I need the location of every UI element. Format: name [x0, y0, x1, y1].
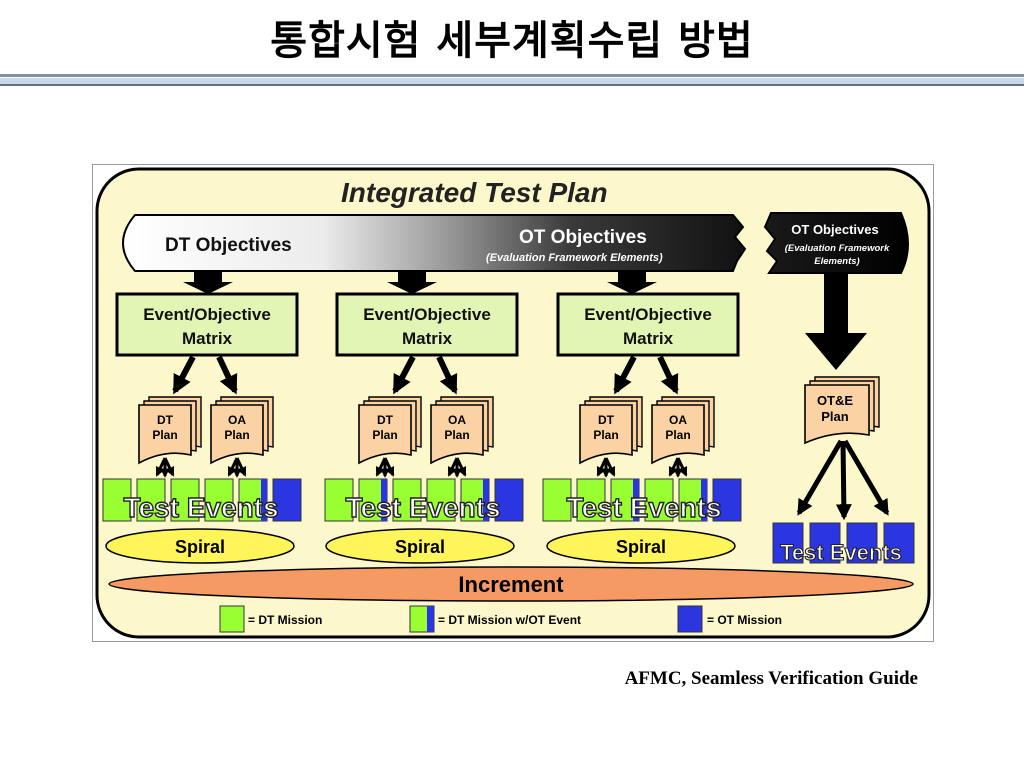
svg-text:Plan: Plan: [593, 428, 618, 442]
svg-text:Test Events: Test Events: [345, 492, 500, 523]
diagram-heading: Integrated Test Plan: [341, 177, 608, 208]
ot-test-events-group: Test Events: [772, 522, 915, 566]
svg-text:Spiral: Spiral: [616, 537, 666, 557]
legend-dt-mission: = DT Mission: [248, 613, 322, 627]
svg-text:Plan: Plan: [152, 428, 177, 442]
test-events-group: Test Events: [324, 478, 524, 524]
source-caption: AFMC, Seamless Verification Guide: [624, 668, 918, 689]
svg-text:DT: DT: [598, 413, 615, 427]
svg-text:Test Events: Test Events: [780, 540, 902, 565]
legend-dt-ot-mission: = DT Mission w/OT Event: [438, 613, 581, 627]
svg-text:OA: OA: [448, 413, 466, 427]
ote-plan-doc: OT&E Plan: [804, 376, 880, 445]
event-objective-matrix: Event/Objective Matrix: [115, 292, 299, 357]
oa-plan-doc: OA Plan: [651, 396, 715, 465]
legend-ot-mission: = OT Mission: [707, 613, 782, 627]
dt-objectives-label: DT Objectives: [165, 235, 292, 256]
event-objective-matrix: Event/Objective Matrix: [335, 292, 519, 357]
svg-text:Event/Objective: Event/Objective: [143, 305, 271, 324]
svg-text:Plan: Plan: [665, 428, 690, 442]
block-arrow: [183, 271, 233, 294]
svg-text:Plan: Plan: [372, 428, 397, 442]
svg-text:Matrix: Matrix: [623, 329, 674, 348]
svg-text:OT&E: OT&E: [817, 393, 853, 408]
dt-plan-doc: DT Plan: [579, 396, 643, 465]
ot-objectives-side-box: OT Objectives (Evaluation Framework Elem…: [763, 212, 909, 274]
legend: = DT Mission = DT Mission w/OT Event = O…: [219, 605, 782, 633]
svg-text:Spiral: Spiral: [175, 537, 225, 557]
svg-text:Event/Objective: Event/Objective: [363, 305, 491, 324]
legend-swatch-ot: [677, 605, 703, 633]
spiral-ellipse: Spiral: [546, 528, 736, 564]
ote-to-events-arrows: [796, 439, 890, 521]
svg-text:Event/Objective: Event/Objective: [584, 305, 712, 324]
svg-text:OA: OA: [669, 413, 687, 427]
spiral-ellipse: Spiral: [325, 528, 515, 564]
test-events-group: Test Events: [542, 478, 742, 524]
ot-objectives-subtitle: (Evaluation Framework Elements): [486, 252, 663, 264]
svg-text:Increment: Increment: [458, 572, 564, 597]
dt-plan-doc: DT Plan: [138, 396, 202, 465]
integrated-test-plan-diagram: Integrated Test Plan DT Objectives OT Ob…: [92, 164, 934, 642]
svg-text:Plan: Plan: [821, 409, 849, 424]
dt-plan-doc: DT Plan: [358, 396, 422, 465]
test-events-group: Test Events: [102, 478, 302, 524]
title-rule: [0, 74, 1024, 77]
svg-text:Plan: Plan: [224, 428, 249, 442]
svg-text:Plan: Plan: [444, 428, 469, 442]
spiral-ellipse: Spiral: [105, 528, 295, 564]
ot-side-title: OT Objectives: [791, 222, 878, 237]
oa-plan-doc: OA Plan: [210, 396, 274, 465]
ot-objectives-label: OT Objectives: [519, 227, 647, 248]
legend-swatch-dt: [219, 605, 245, 633]
block-arrow: [607, 271, 657, 294]
svg-text:Matrix: Matrix: [402, 329, 453, 348]
svg-text:Test Events: Test Events: [566, 492, 721, 523]
svg-text:Test Events: Test Events: [123, 492, 278, 523]
title-rule-band: [0, 78, 1024, 86]
event-objective-matrix: Event/Objective Matrix: [556, 292, 740, 357]
objectives-banner: DT Objectives OT Objectives (Evaluation …: [122, 214, 747, 272]
ot-down-arrow: [805, 273, 867, 370]
increment-ellipse: Increment: [108, 566, 914, 602]
svg-text:OA: OA: [228, 413, 246, 427]
matrix-to-plan-arrows: [172, 355, 679, 395]
block-arrow: [387, 271, 437, 294]
oa-plan-doc: OA Plan: [430, 396, 494, 465]
plan-to-events-arrows: [155, 457, 688, 478]
svg-text:Spiral: Spiral: [395, 537, 445, 557]
svg-text:Matrix: Matrix: [182, 329, 233, 348]
ot-side-subtitle-2: Elements): [814, 256, 859, 267]
svg-text:DT: DT: [377, 413, 394, 427]
svg-text:DT: DT: [157, 413, 174, 427]
slide-title: 통합시험 세부계획수립 방법: [270, 18, 754, 64]
ot-side-subtitle-1: (Evaluation Framework: [785, 243, 890, 254]
